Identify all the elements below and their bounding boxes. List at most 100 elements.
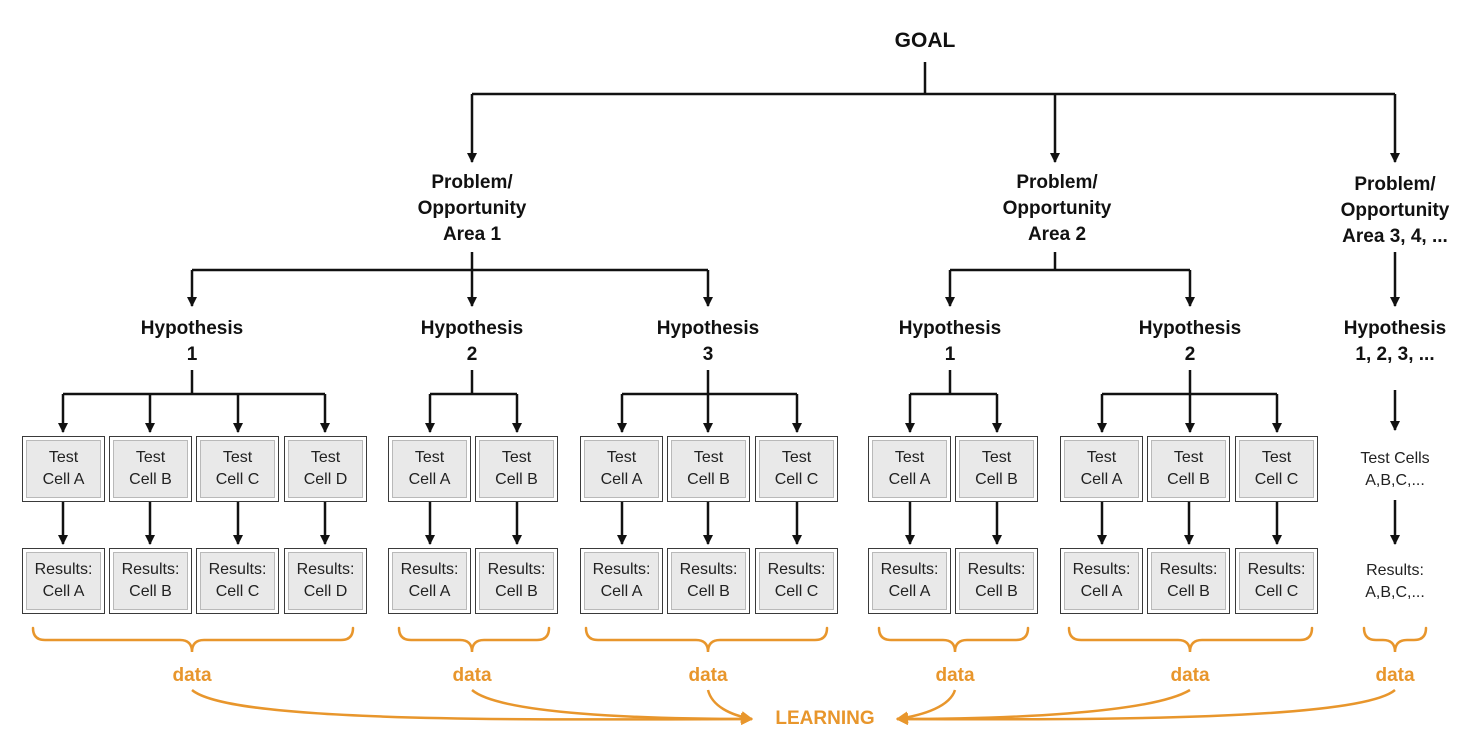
results-cell-box: Results:Cell A	[580, 548, 663, 614]
data-label: data	[172, 665, 212, 686]
hypothesis-a2-1-number: 1	[944, 344, 956, 365]
hypothesis-a3-many: Hypothesis 1, 2, 3, ...	[1344, 316, 1446, 368]
results-cell-name: Cell B	[129, 583, 172, 600]
test-cell-title: Test	[981, 449, 1012, 466]
hypothesis-a3-many-title: Hypothesis	[1343, 318, 1447, 339]
results-cell-title: Results:	[1247, 561, 1306, 578]
data-label: data	[1170, 665, 1210, 686]
results-cell-box: Results: Cell B	[109, 548, 192, 614]
test-cell-title: Test	[781, 449, 812, 466]
test-cell-name: Cell B	[1167, 471, 1210, 488]
test-cell-name: Cell A	[600, 471, 643, 488]
area-2-line-3: Area 2	[1027, 224, 1087, 245]
area-3-results-title: Results:	[1366, 562, 1424, 579]
results-cell-title: Results:	[121, 561, 180, 578]
data-label: data	[688, 665, 728, 686]
results-cell-name: Cell A	[408, 583, 451, 600]
hypothesis-a1-2-number: 2	[466, 344, 478, 365]
area-3-test-cells-values: A,B,C,...	[1365, 472, 1425, 489]
data-label: data	[1375, 665, 1415, 686]
results-cell-title: Results:	[880, 561, 939, 578]
results-cell-title: Results:	[400, 561, 459, 578]
hypothesis-a2-2: Hypothesis 2	[1139, 316, 1241, 368]
results-cell-name: Cell B	[495, 583, 538, 600]
results-cell-box: Results: Cell B	[955, 548, 1038, 614]
results-cell-box: Results:Cell A	[868, 548, 951, 614]
hypothesis-a2-1: Hypothesis 1	[899, 316, 1001, 368]
test-cell-title: Test	[1261, 449, 1292, 466]
test-cell-title: Test	[48, 449, 79, 466]
results-cell-name: Cell B	[975, 583, 1018, 600]
area-3-line-1: Problem/	[1354, 174, 1436, 195]
test-cell-title: Test	[1086, 449, 1117, 466]
results-cell-title: Results:	[767, 561, 826, 578]
test-cell-name: Cell A	[42, 471, 85, 488]
test-cell-name: Cell A	[408, 471, 451, 488]
area-3-line-3: Area 3, 4, ...	[1342, 226, 1448, 247]
results-cell-title: Results:	[208, 561, 267, 578]
test-cell-name: Cell B	[495, 471, 538, 488]
area-3-results-values: A,B,C,...	[1365, 584, 1425, 601]
area-3-label: Problem/ Opportunity Area 3, 4, ...	[1341, 172, 1450, 250]
results-cell-box: Results: Cell C	[196, 548, 279, 614]
results-cell-name: Cell B	[1167, 583, 1210, 600]
area-3-line-2: Opportunity	[1340, 200, 1450, 221]
results-cell-box: Results: Cell B	[1147, 548, 1230, 614]
hypothesis-a1-1-number: 1	[186, 344, 198, 365]
area-2-line-2: Opportunity	[1002, 198, 1112, 219]
results-cell-box: Results:Cell C	[755, 548, 838, 614]
results-cell-name: Cell B	[687, 583, 730, 600]
hypothesis-a1-3-number: 3	[702, 344, 714, 365]
data-label: data	[452, 665, 492, 686]
results-cell-name: Cell C	[215, 583, 260, 600]
hypothesis-a1-1-title: Hypothesis	[140, 318, 244, 339]
test-cell-name: Cell B	[687, 471, 730, 488]
results-cell-box: Results: Cell A	[388, 548, 471, 614]
area-2-line-1: Problem/	[1016, 172, 1098, 193]
results-cell-box: Results: Cell C	[1235, 548, 1318, 614]
test-cell-title: Test	[501, 449, 532, 466]
hypothesis-a2-2-number: 2	[1184, 344, 1196, 365]
area-3-test-cells: Test Cells A,B,C,...	[1360, 448, 1429, 492]
results-cell-title: Results:	[967, 561, 1026, 578]
test-cell-title: Test	[414, 449, 445, 466]
test-cell-name: Cell D	[303, 471, 348, 488]
results-cell-title: Results:	[592, 561, 651, 578]
results-cell-name: Cell A	[1080, 583, 1123, 600]
results-cell-box: Results:Cell A	[22, 548, 105, 614]
test-cell-name: Cell C	[215, 471, 260, 488]
results-cell-title: Results:	[1159, 561, 1218, 578]
test-cell-name: Cell A	[1080, 471, 1123, 488]
test-cell-name: Cell C	[1254, 471, 1299, 488]
test-cell-name: Cell B	[129, 471, 172, 488]
test-cell-name: Cell A	[888, 471, 931, 488]
hypothesis-a3-many-number: 1, 2, 3, ...	[1355, 344, 1435, 365]
data-label: data	[935, 665, 975, 686]
hypothesis-a2-1-title: Hypothesis	[898, 318, 1002, 339]
test-cell-title: Test	[606, 449, 637, 466]
results-cell-title: Results:	[679, 561, 738, 578]
hypothesis-a1-1: Hypothesis 1	[141, 316, 243, 368]
test-cell-title: Test	[222, 449, 253, 466]
area-2-label: Problem/ Opportunity Area 2	[1003, 170, 1112, 248]
goal-label: GOAL	[894, 29, 956, 52]
results-cell-name: Cell D	[303, 583, 348, 600]
results-cell-name: Cell C	[1254, 583, 1299, 600]
area-3-results: Results: A,B,C,...	[1365, 560, 1425, 604]
test-cell-name: Cell B	[975, 471, 1018, 488]
results-cell-title: Results:	[487, 561, 546, 578]
test-cell-title: Test	[310, 449, 341, 466]
test-cell-title: Test	[135, 449, 166, 466]
results-cell-box: Results: Cell B	[667, 548, 750, 614]
hypothesis-a1-3-title: Hypothesis	[656, 318, 760, 339]
